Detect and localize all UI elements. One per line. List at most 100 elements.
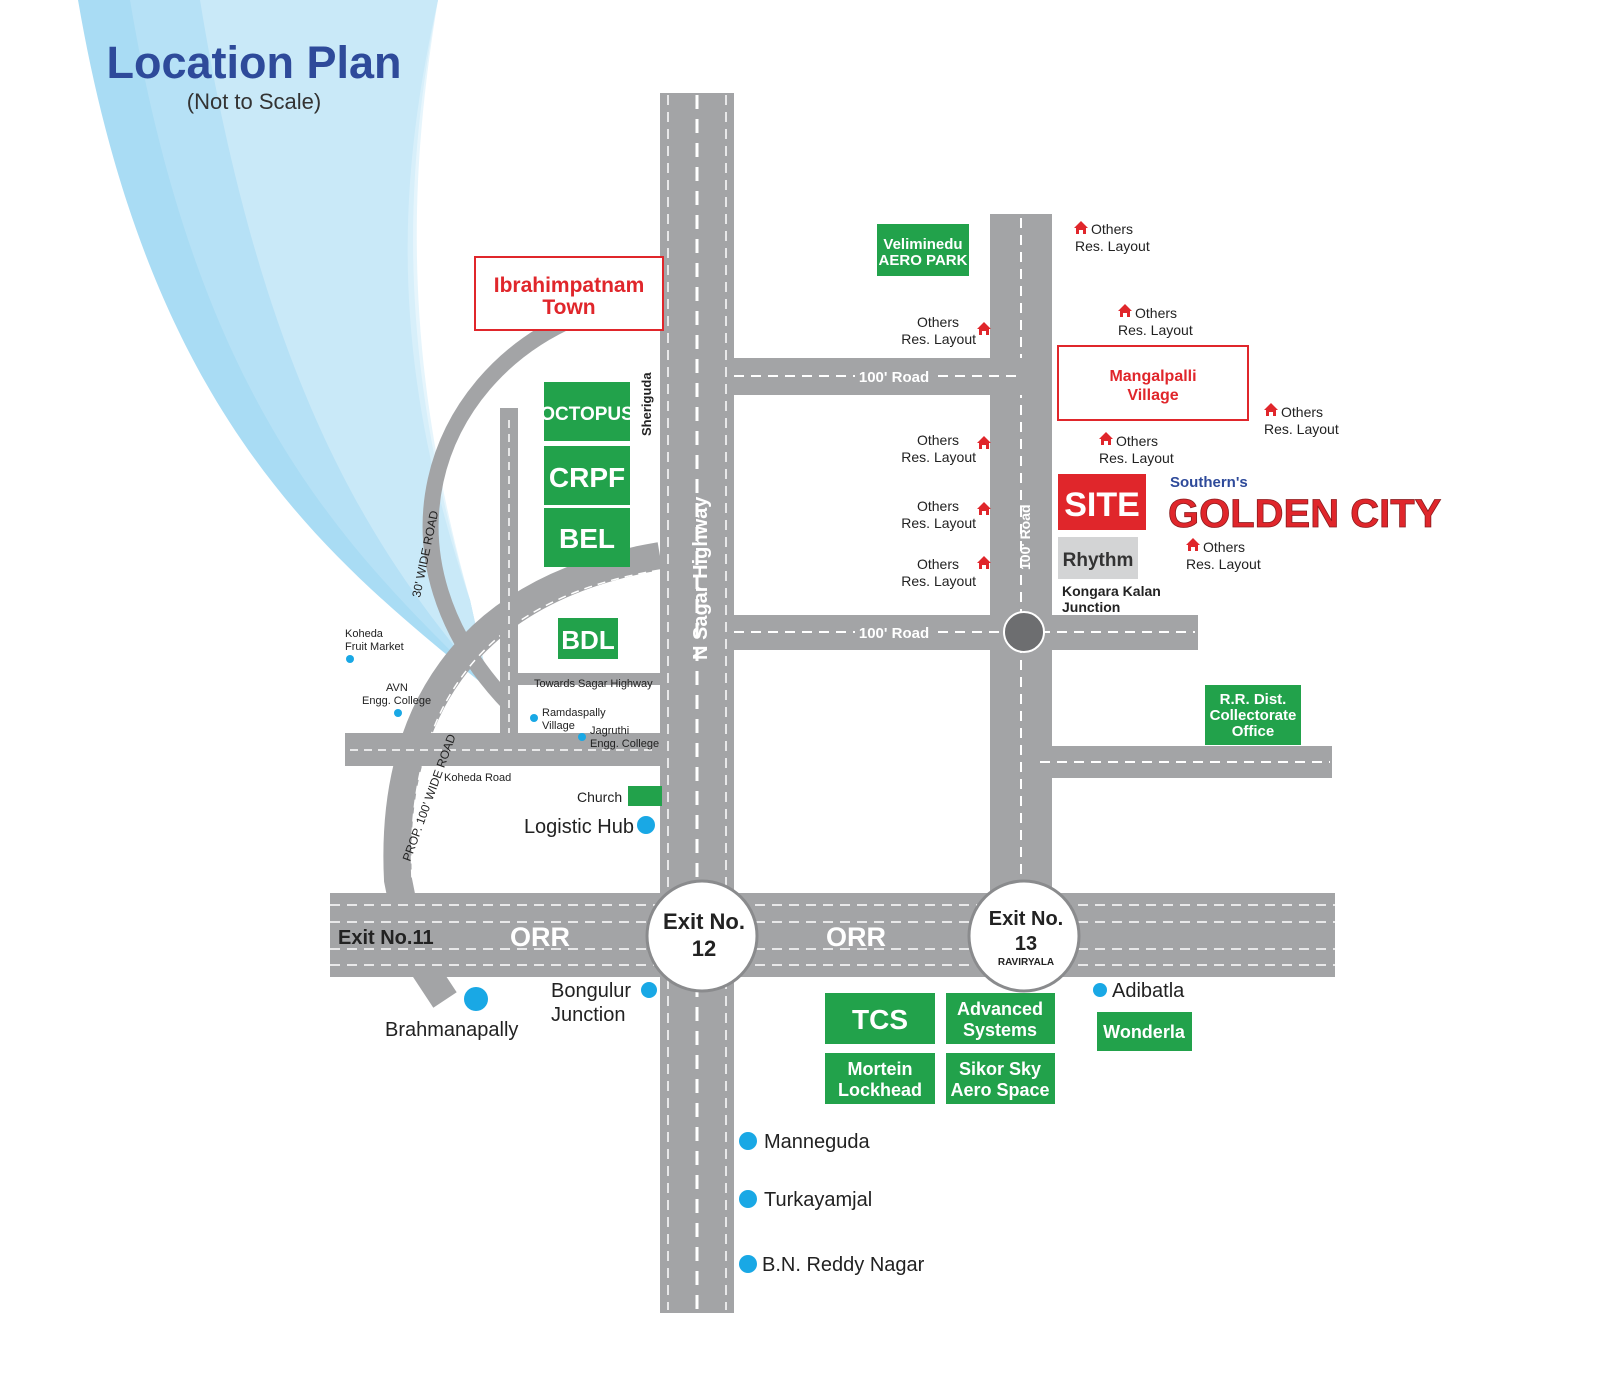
- ibrahimpatnam-box: [474, 256, 664, 331]
- logistic-hub-dot: [637, 816, 655, 834]
- avn-dot: [394, 709, 402, 717]
- veliminedu-line2: AERO PARK: [879, 252, 968, 269]
- others-layout-3b: Res. Layout: [901, 331, 976, 347]
- others-layout-1a: Others: [1091, 221, 1133, 237]
- rhythm-box: [1058, 537, 1138, 579]
- page-subtitle: (Not to Scale): [187, 89, 322, 114]
- bn-reddy-dot: [739, 1255, 757, 1273]
- ramdaspally-dot: [530, 714, 538, 722]
- ibrahimpatnam-line1: Ibrahimpatnam: [494, 274, 645, 297]
- road-orr: [330, 893, 1335, 977]
- others-layout-6b: Res. Layout: [1099, 450, 1174, 466]
- turkayamjal-label: Turkayamjal: [764, 1189, 872, 1211]
- advanced-line1: Advanced: [957, 999, 1043, 1019]
- mortein-line2: Lockhead: [838, 1080, 922, 1100]
- sikor-line1: Sikor Sky: [959, 1059, 1041, 1079]
- koheda-line2: Fruit Market: [345, 641, 404, 653]
- sikor-box: [946, 1053, 1055, 1104]
- orr-left-label: ORR: [510, 922, 570, 952]
- avn-line1: AVN: [386, 682, 408, 694]
- advanced-systems-box: [946, 993, 1055, 1044]
- koheda-dot: [346, 655, 354, 663]
- wonderla-box: [1097, 1012, 1192, 1051]
- road-towards-sagar: [515, 673, 660, 685]
- jagruthi-dot: [578, 733, 586, 741]
- road-prop-100: [383, 542, 663, 1008]
- others-layout-1b: Res. Layout: [1075, 238, 1150, 254]
- others-layout-9a: Others: [917, 556, 959, 572]
- exit-13-line2: 13: [1015, 933, 1037, 955]
- koheda-line1: Koheda: [345, 628, 384, 640]
- brahmanapally-label: Brahmanapally: [385, 1019, 518, 1041]
- kongara-line2: Junction: [1062, 599, 1120, 615]
- bongulur-line1: Bongulur: [551, 980, 631, 1002]
- bongulur-dot: [641, 982, 657, 998]
- n-sagar-highway-label: N Sagar Highway: [690, 496, 712, 660]
- mortein-line1: Mortein: [848, 1059, 913, 1079]
- mangalpalli-line1: Mangalpalli: [1109, 368, 1196, 385]
- manneguda-label: Manneguda: [764, 1131, 871, 1153]
- house-icon: [1264, 403, 1278, 416]
- house-icon: [1186, 538, 1200, 551]
- others-layout-4b: Res. Layout: [1264, 421, 1339, 437]
- brand-big: GOLDEN CITY: [1168, 492, 1442, 536]
- exit-13-sub: RAVIRYALA: [998, 957, 1054, 968]
- bdl-label: BDL: [561, 625, 615, 655]
- tcs-label: TCS: [852, 1004, 908, 1035]
- manneguda-dot: [739, 1132, 757, 1150]
- exit-12-line1: Exit No.: [663, 909, 745, 934]
- others-layout-6a: Others: [1116, 433, 1158, 449]
- others-layout-2a: Others: [1135, 305, 1177, 321]
- exit-11-label: Exit No.11: [338, 927, 434, 949]
- adibatla-dot: [1093, 983, 1107, 997]
- kongara-junction-circle: [1003, 611, 1045, 653]
- church-box: [628, 786, 662, 806]
- others-layout-5b: Res. Layout: [901, 449, 976, 465]
- ramdaspally-line1: Ramdaspally: [542, 707, 606, 719]
- kongara-line1: Kongara Kalan: [1062, 583, 1161, 599]
- brand-small: Southern's: [1170, 474, 1248, 491]
- sikor-line2: Aero Space: [950, 1080, 1049, 1100]
- page-title: Location Plan: [106, 37, 401, 88]
- adibatla-label: Adibatla: [1112, 980, 1185, 1002]
- mangalpalli-line2: Village: [1127, 387, 1178, 404]
- road-100-vertical-label: 100' Road: [1017, 504, 1033, 570]
- others-layout-8b: Res. Layout: [1186, 556, 1261, 572]
- house-icon: [977, 556, 991, 569]
- octopus-label: OCTOPUS: [540, 404, 634, 425]
- wonderla-label: Wonderla: [1103, 1022, 1186, 1042]
- jagruthi-line2: Engg. College: [590, 738, 659, 750]
- rhythm-label: Rhythm: [1063, 550, 1134, 571]
- house-icon: [977, 322, 991, 335]
- ramdaspally-line2: Village: [542, 720, 575, 732]
- ibrahimpatnam-line2: Town: [542, 296, 595, 319]
- crpf-box: [544, 446, 630, 505]
- veliminedu-line1: Veliminedu: [883, 236, 962, 253]
- exit-12-line2: 12: [692, 936, 716, 961]
- house-icon: [1099, 432, 1113, 445]
- others-layout-9b: Res. Layout: [901, 573, 976, 589]
- turkayamjal-dot: [739, 1190, 757, 1208]
- logistic-hub-label: Logistic Hub: [524, 816, 634, 838]
- mortein-box: [825, 1053, 935, 1104]
- bel-label: BEL: [559, 523, 615, 554]
- koheda-road-label: Koheda Road: [444, 772, 511, 784]
- bel-box: [544, 508, 630, 567]
- towards-sagar-label: Towards Sagar Highway: [534, 678, 653, 690]
- house-icon: [977, 502, 991, 515]
- others-layout-3a: Others: [917, 314, 959, 330]
- rr-line3: Office: [1232, 723, 1275, 740]
- bn-reddy-label: B.N. Reddy Nagar: [762, 1254, 925, 1276]
- tcs-box: [825, 993, 935, 1044]
- bdl-box: [558, 618, 618, 659]
- others-layout-4a: Others: [1281, 404, 1323, 420]
- sheriguda-label: Sheriguda: [639, 372, 654, 436]
- bongulur-line2: Junction: [551, 1004, 626, 1026]
- rr-collectorate-box: [1205, 685, 1301, 745]
- house-icon: [1074, 221, 1088, 234]
- others-layout-7b: Res. Layout: [901, 515, 976, 531]
- others-layout-8a: Others: [1203, 539, 1245, 555]
- veliminedu-box: [877, 224, 969, 276]
- crpf-label: CRPF: [549, 462, 625, 493]
